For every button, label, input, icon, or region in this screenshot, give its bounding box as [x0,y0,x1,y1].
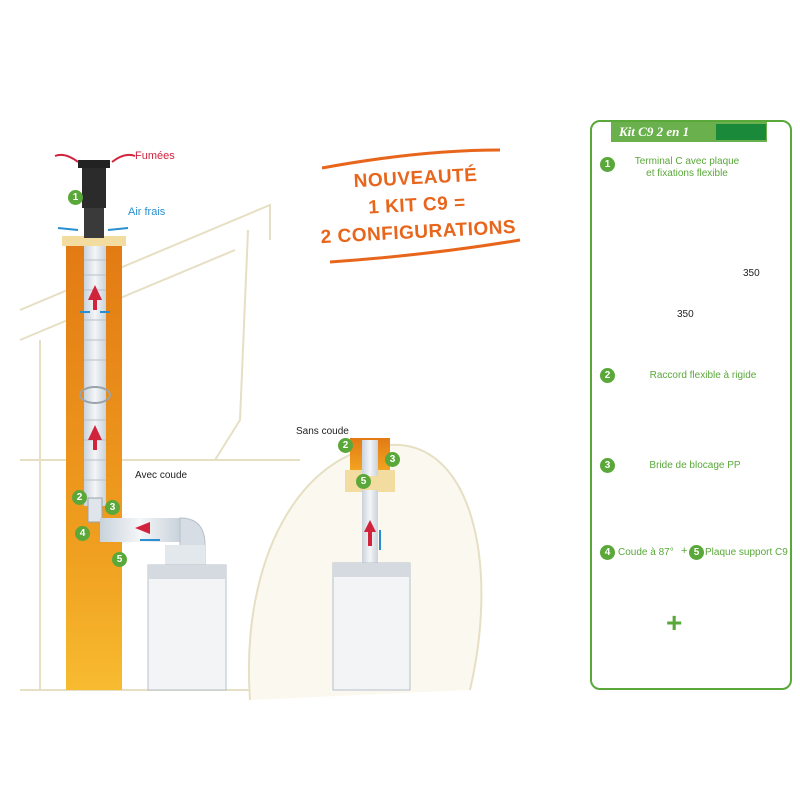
headline-brush-bottom [329,238,521,264]
kit-panel [590,120,792,690]
panel-badge-4: 4 [600,545,615,560]
headline: NOUVEAUTÉ 1 KIT C9 = 2 CONFIGURATIONS [300,159,534,252]
badge-5-right: 5 [356,474,371,489]
panel-badge-5: 5 [689,545,704,560]
panel-plus-large: + [666,607,683,638]
panel-item-2-label: Raccord flexible à rigide [649,370,757,381]
panel-item-1-label: Terminal C avec plaque et fixations flex… [622,156,752,180]
badge-2: 2 [72,490,87,505]
dimension-depth: 350 [743,268,760,279]
exhaust-arrows [54,153,136,163]
badge-3-right: 3 [385,452,400,467]
panel-plus-small: + [681,545,688,557]
elbow-pipe-left [100,517,206,571]
badge-4: 4 [75,526,90,541]
badge-5: 5 [112,552,127,567]
panel-badge-3: 3 [600,458,615,473]
panel-badge-2: 2 [600,368,615,383]
fresh-air-arrows [57,227,129,231]
roof-terminal-left [78,160,110,238]
panel-item-5-label: Plaque support C9 [705,547,788,558]
panel-item-3-label: Bride de blocage PP [649,460,741,471]
badge-1: 1 [68,190,83,205]
boiler-left [147,564,227,691]
dimension-width: 350 [677,309,694,320]
headline-brush-top [321,148,501,170]
badge-2-right: 2 [338,438,353,453]
avec-coude-label: Avec coude [135,470,188,481]
panel-item-1-line1: Terminal C avec plaque [634,156,740,167]
panel-item-4-label: Coude à 87° [618,547,674,558]
panel-badge-1: 1 [600,157,615,172]
panel-title-accent [716,124,766,140]
air-frais-label: Air frais [128,206,166,218]
panel-item-1-line2: et fixations flexible [646,168,728,179]
badge-3: 3 [105,500,120,515]
fumees-label: Fumées [135,150,175,162]
flue-arrows [88,285,102,450]
sans-coude-label: Sans coude [296,426,349,437]
boiler-right [332,562,411,691]
